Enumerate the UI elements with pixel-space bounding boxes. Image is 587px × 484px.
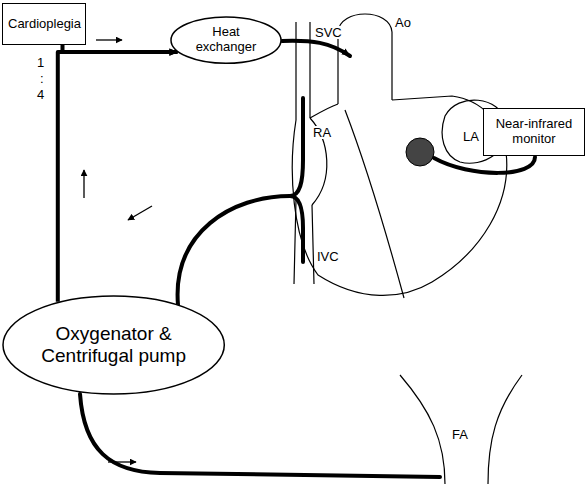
heart-outline [292,14,506,298]
monitor-box: Near-infrared monitor [483,108,585,156]
node-text: Heat exchanger [191,25,261,55]
circuit-tubing [80,41,535,477]
supply-box: Cardioplegia [2,3,86,45]
part-label: 4 [36,88,45,101]
part-label: IVC [316,250,340,263]
part-label: FA [451,428,469,441]
node-text: Oxygenator & Centrifugal pump [35,323,193,367]
sensor-dot [406,138,434,166]
node-text: Near-infrared monitor [489,117,579,147]
part-label: RA [312,126,332,139]
part-label: : [39,72,45,85]
part-label: Ao [394,16,412,29]
part-label: LA [462,130,480,143]
flow-arrow [84,40,152,462]
femoral-artery [400,375,522,484]
tubing-connector [58,52,178,302]
node-text: Cardioplegia [8,17,80,32]
part-label: SVC [314,26,343,39]
pump-ellipse: Oxygenator & Centrifugal pump [2,295,225,395]
exchanger-ellipse: Heat exchanger [170,16,282,64]
part-label: 1 [36,56,45,69]
